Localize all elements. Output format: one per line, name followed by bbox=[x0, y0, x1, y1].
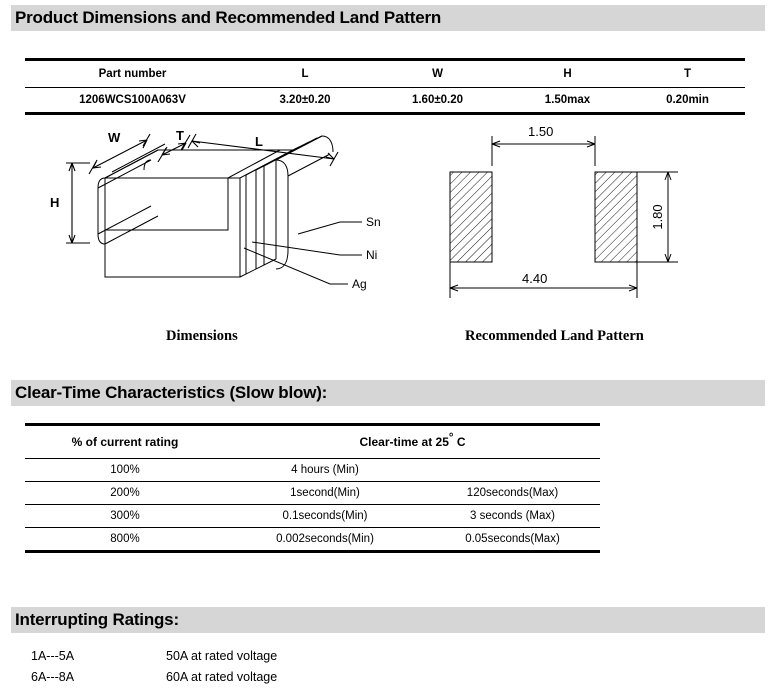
cell-clear-time-min: 0.002seconds(Min) bbox=[225, 527, 425, 553]
chip-body bbox=[97, 135, 334, 278]
figures-area: W T L bbox=[0, 122, 781, 352]
cell-clear-time-max: 0.05seconds(Max) bbox=[425, 527, 600, 553]
cell-w: 1.60±0.20 bbox=[370, 87, 505, 115]
section-title-clear-time: Clear-Time Characteristics (Slow blow): bbox=[15, 383, 328, 402]
figure-caption-land-pattern: Recommended Land Pattern bbox=[465, 328, 644, 344]
cell-clear-time-min: 1second(Min) bbox=[225, 481, 425, 505]
dimension-w: W bbox=[88, 130, 151, 175]
degree-symbol: ° bbox=[448, 432, 454, 444]
label-w: W bbox=[108, 130, 121, 145]
table-row: 200% 1second(Min) 120seconds(Max) bbox=[25, 481, 600, 505]
callout-label-ag: Ag bbox=[352, 277, 367, 291]
interrupting-rating-value: 60A at rated voltage bbox=[166, 669, 278, 684]
figure-caption-dimensions: Dimensions bbox=[166, 328, 238, 344]
dimension-gap-1-50: 1.50 bbox=[491, 124, 596, 166]
cell-current-rating: 800% bbox=[25, 527, 225, 553]
callout-label-sn: Sn bbox=[366, 215, 381, 229]
land-pad-right bbox=[594, 171, 638, 263]
interrupting-rating-range: 6A---8A bbox=[31, 669, 75, 684]
dimension-l: L bbox=[187, 133, 339, 167]
clear-time-header-unit: C bbox=[456, 435, 466, 449]
table-row: 1206WCS100A063V 3.20±0.20 1.60±0.20 1.50… bbox=[25, 87, 745, 115]
column-header-l: L bbox=[240, 58, 370, 88]
section-header-product-dimensions: Product Dimensions and Recommended Land … bbox=[11, 5, 765, 31]
clear-time-header-text: Clear-time at 25 bbox=[359, 435, 449, 449]
land-pad-left bbox=[449, 171, 493, 263]
label-h: H bbox=[50, 195, 59, 210]
cell-current-rating: 200% bbox=[25, 481, 225, 505]
interrupting-rating-value: 50A at rated voltage bbox=[166, 648, 278, 663]
dimension-label-overall: 4.40 bbox=[522, 271, 547, 286]
dimension-pad-height-1-80: 1.80 bbox=[637, 171, 678, 263]
cell-clear-time-min: 4 hours (Min) bbox=[225, 458, 425, 482]
cell-current-rating: 300% bbox=[25, 504, 225, 528]
cell-current-rating: 100% bbox=[25, 458, 225, 482]
section-header-interrupting-ratings: Interrupting Ratings: bbox=[11, 607, 765, 633]
label-t: T bbox=[176, 128, 184, 143]
list-item: 6A---8A 60A at rated voltage bbox=[31, 666, 277, 687]
interrupting-rating-range: 1A---5A bbox=[31, 648, 75, 663]
list-item: 1A---5A 50A at rated voltage bbox=[31, 645, 277, 666]
cell-clear-time-min: 0.1seconds(Min) bbox=[225, 504, 425, 528]
callout-ag: Ag bbox=[243, 247, 367, 291]
dimension-label-pad-height: 1.80 bbox=[650, 204, 665, 229]
cell-clear-time-max: 120seconds(Max) bbox=[425, 481, 600, 505]
callout-sn: Sn bbox=[297, 215, 381, 235]
table-row: 100% 4 hours (Min) bbox=[25, 458, 600, 482]
column-header-h: H bbox=[505, 58, 630, 88]
cell-part-number: 1206WCS100A063V bbox=[25, 87, 240, 115]
dimension-t: T bbox=[157, 128, 191, 163]
chip-dimensions-drawing: W T L bbox=[50, 128, 381, 291]
clear-time-characteristics-table: % of current rating Clear-time at 25° C … bbox=[25, 423, 600, 553]
column-header-clear-time: Clear-time at 25° C bbox=[225, 423, 600, 459]
column-header-w: W bbox=[370, 58, 505, 88]
section-title-interrupting-ratings: Interrupting Ratings: bbox=[15, 610, 179, 629]
section-title-product-dimensions: Product Dimensions and Recommended Land … bbox=[15, 8, 442, 27]
column-header-part-number: Part number bbox=[25, 58, 240, 88]
label-l: L bbox=[255, 134, 263, 149]
product-dimensions-table: Part number L W H T 1206WCS100A063V 3.20… bbox=[25, 58, 745, 115]
cell-t: 0.20min bbox=[630, 87, 745, 115]
cell-clear-time-max: 3 seconds (Max) bbox=[425, 504, 600, 528]
callout-ni: Ni bbox=[251, 241, 377, 262]
column-header-t: T bbox=[630, 58, 745, 88]
cell-clear-time-max bbox=[425, 458, 600, 482]
dimension-h: H bbox=[50, 162, 90, 244]
cell-h: 1.50max bbox=[505, 87, 630, 115]
table-row: 300% 0.1seconds(Min) 3 seconds (Max) bbox=[25, 504, 600, 528]
table-row: 800% 0.002seconds(Min) 0.05seconds(Max) bbox=[25, 527, 600, 553]
callout-label-ni: Ni bbox=[366, 248, 377, 262]
section-header-clear-time: Clear-Time Characteristics (Slow blow): bbox=[11, 380, 765, 406]
column-header-percent-current-rating: % of current rating bbox=[25, 423, 225, 459]
interrupting-ratings-list: 1A---5A 50A at rated voltage 6A---8A 60A… bbox=[31, 645, 277, 687]
cell-l: 3.20±0.20 bbox=[240, 87, 370, 115]
dimension-label-gap: 1.50 bbox=[528, 124, 553, 139]
table-header-row: % of current rating Clear-time at 25° C bbox=[25, 423, 600, 459]
dimension-overall-4-40: 4.40 bbox=[449, 262, 638, 298]
land-pattern-drawing: 1.50 4.40 1.80 bbox=[449, 124, 678, 298]
table-header-row: Part number L W H T bbox=[25, 58, 745, 88]
